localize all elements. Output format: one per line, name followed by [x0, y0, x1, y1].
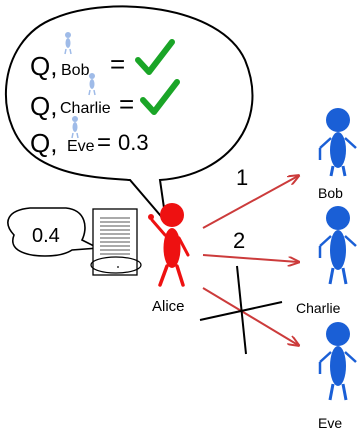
receiver-label-eve: Eve: [318, 415, 342, 431]
receiver-label-bob: Bob: [318, 185, 343, 201]
equals-sign: =: [97, 129, 111, 156]
arrow-label: 1: [236, 165, 248, 190]
receiver-name: Bob: [61, 62, 90, 79]
receiver-name: Charlie: [60, 100, 111, 117]
charlie-figure: [318, 206, 357, 285]
q-label: Q,: [30, 51, 57, 81]
small-bubble: 0.4: [7, 207, 101, 257]
probability-value: 0.3: [118, 130, 149, 155]
receiver-name: Eve: [67, 138, 95, 155]
q-label: Q,: [30, 128, 57, 158]
arrow-label: 2: [233, 228, 245, 253]
speech-bubble: [4, 5, 254, 226]
arrow-to-bob: 1: [202, 165, 298, 229]
q-label: Q,: [30, 91, 57, 121]
equals-sign: =: [110, 49, 125, 79]
bubble-line-eve: Q, Eve = 0.3: [30, 115, 149, 158]
bob-figure: [318, 108, 357, 177]
alice-figure: [148, 203, 190, 287]
document-icon: [90, 208, 142, 276]
bubble-line-charlie: Q, Charlie =: [30, 72, 177, 121]
sender-label: Alice: [152, 298, 185, 315]
eve-figure: [318, 322, 357, 401]
arrow-to-eve-blocked: [199, 265, 298, 355]
arrow-to-charlie: 2: [202, 228, 298, 262]
bubble-line-bob: Q, Bob =: [30, 31, 172, 81]
blocking-cross: [236, 265, 247, 355]
equals-sign: =: [119, 89, 134, 119]
small-bubble-value: 0.4: [32, 225, 60, 247]
receiver-label-charlie: Charlie: [296, 300, 341, 316]
